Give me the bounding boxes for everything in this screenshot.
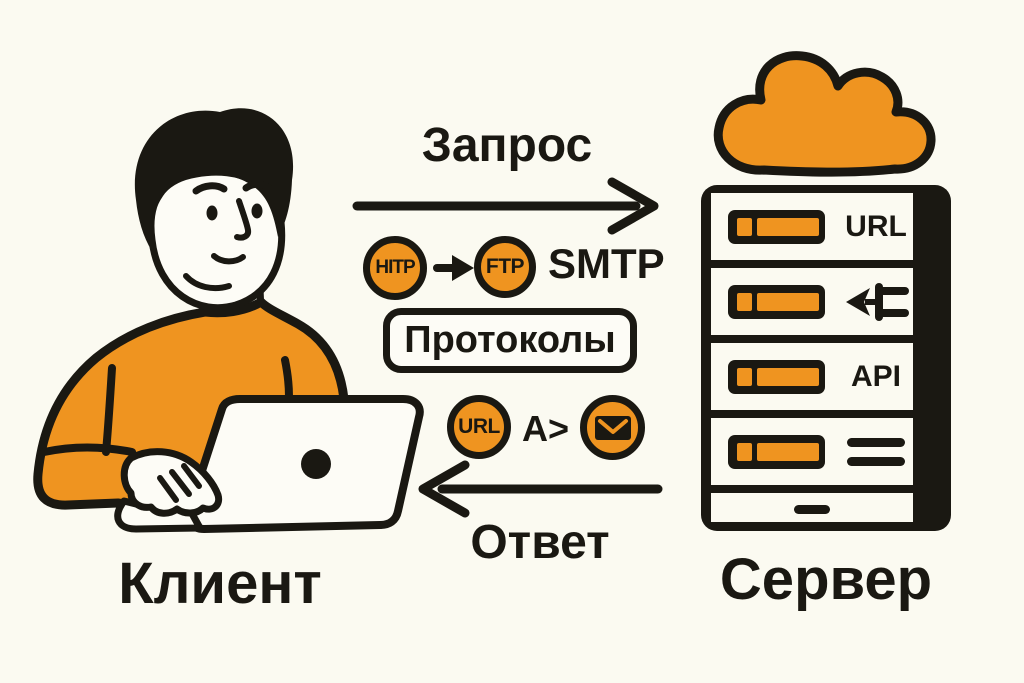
indicator-square [737, 217, 752, 236]
plug-icon [843, 268, 909, 335]
server-base-panel [711, 493, 913, 522]
server-slot-label-url: URL [845, 209, 907, 243]
menu-lines-icon [843, 418, 909, 485]
ftp-badge: FTP [474, 236, 536, 298]
indicator-bar [757, 442, 819, 461]
server-slot-menu [711, 418, 913, 485]
server-indicator [728, 434, 825, 469]
server-label: Сервер [719, 547, 933, 612]
url-badge: URL [447, 395, 511, 459]
indicator-bar [757, 292, 819, 311]
http-badge: HITP [363, 236, 427, 300]
server-indicator [728, 359, 825, 394]
server-slot-url: URL [711, 193, 913, 260]
response-label: Ответ [470, 516, 610, 569]
request-label: Запрос [421, 119, 593, 172]
server-power-dash [794, 505, 830, 514]
envelope-icon [594, 415, 631, 440]
server-slot-label-api: API [850, 359, 901, 393]
client-label: Клиент [118, 551, 322, 616]
indicator-bar [757, 367, 819, 386]
protocols-box: Протоколы [383, 308, 637, 373]
indicator-square [737, 292, 752, 311]
mail-badge [580, 395, 645, 460]
smtp-label: SMTP [548, 240, 665, 287]
server-rack: URL [701, 185, 951, 531]
server-slot-plug [711, 268, 913, 335]
server-slot-api: API [711, 343, 913, 410]
a-arrow-label: A> [522, 408, 570, 449]
server-indicator [728, 209, 825, 244]
server-indicator [728, 284, 825, 319]
indicator-square [737, 442, 752, 461]
indicator-bar [757, 217, 819, 236]
indicator-square [737, 367, 752, 386]
